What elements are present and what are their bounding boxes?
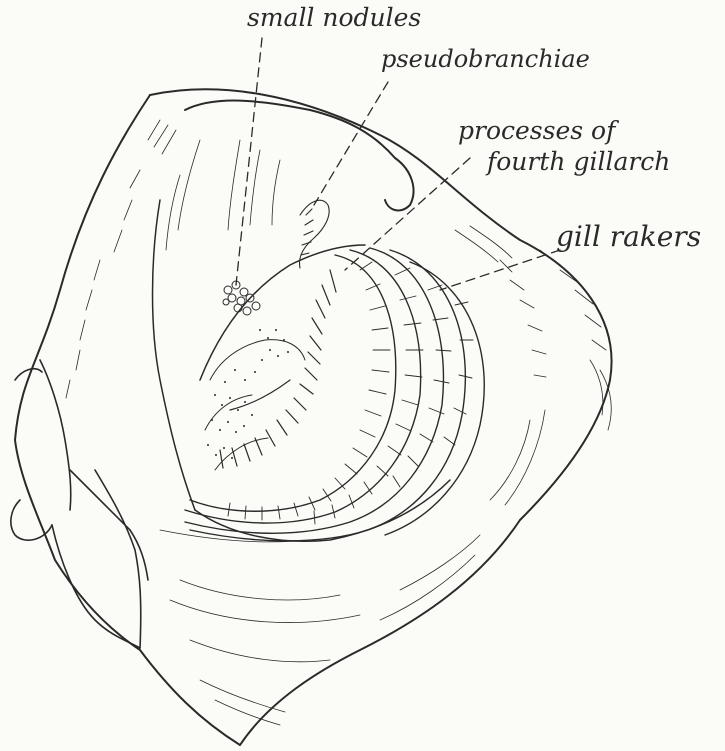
label-small-nodules: small nodules <box>247 5 421 31</box>
shading-strokes <box>66 120 611 725</box>
gill-arches <box>185 248 484 541</box>
label-processes-line1: processes of <box>458 118 615 144</box>
gill-raker-hatching <box>228 262 473 524</box>
label-processes-line2: fourth gillarch <box>487 149 670 175</box>
label-gill-rakers: gill rakers <box>556 222 701 251</box>
leader-gill-rakers <box>440 250 560 290</box>
leader-pseudobranchiae <box>314 82 388 205</box>
leader-processes <box>345 158 470 270</box>
mouth-cavity <box>153 200 451 541</box>
stipple-texture <box>207 329 289 459</box>
label-pseudobranchiae: pseudobranchiae <box>381 47 590 72</box>
small-nodules <box>205 281 305 470</box>
jaw-structure <box>11 360 148 648</box>
head-outline <box>15 89 612 745</box>
